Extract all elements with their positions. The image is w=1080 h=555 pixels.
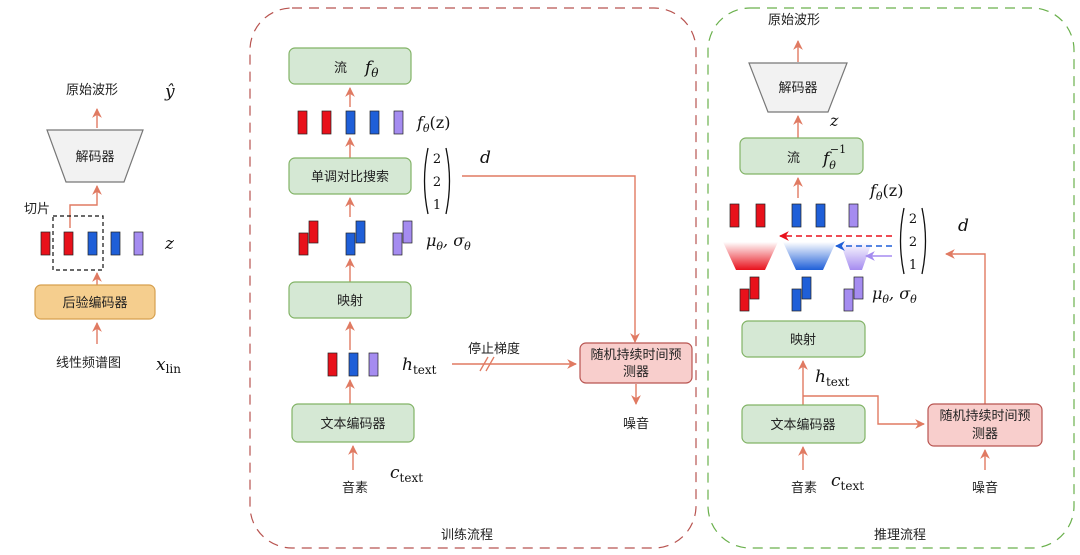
inference-title: 推理流程 [874,528,926,543]
training-border [249,7,697,549]
expanded-bar [815,203,826,228]
inference-flow-label: 流 [787,151,800,166]
prior-bar [308,220,319,244]
prior-bar [345,232,356,256]
inference-h-text: htext [815,367,850,389]
inference-decoder [748,62,848,113]
monotonic-search-label: 单调对比搜索 [311,170,389,185]
training-h-text: htext [402,355,437,377]
expanded-bar [791,203,802,228]
monotonic-search-box [288,157,412,195]
inference-projection-box [741,320,866,358]
text-hidden-bar [327,352,338,377]
training-text-encoder-box [291,403,415,443]
inference-decoder-label: 解码器 [778,81,817,96]
stop-gradient-label: 停止梯度 [468,341,520,357]
inference-prior-bar [801,276,812,300]
inference-text-encoder-box [741,404,866,444]
latent-bar [87,231,98,256]
training-text-encoder-label: 文本编码器 [320,417,385,432]
inference-projection-label: 映射 [790,332,816,348]
training-f-theta: fθ [363,58,379,80]
inference-panel: 推理流程 原始波形 解码器 z 流 fθ−1 fθ(z) 2 2 1 d [707,7,1075,549]
prior-bar [298,232,309,256]
posterior-encoder-box [34,284,156,320]
inference-f-theta-z: fθ(z) [869,181,903,203]
flow-output-bar [345,110,356,135]
left-input-symbol: xlin [156,355,181,376]
left-decoder [46,129,144,183]
flow-output-bar [393,110,404,135]
training-duration-predictor-line2: 测器 [623,365,649,380]
vector-entry: 2 [433,175,441,190]
inference-prior-bar [853,276,864,300]
inference-c-text: ctext [831,471,864,493]
latent-bar [110,231,121,256]
training-c-text: ctext [390,463,423,485]
training-flow-box [288,47,412,85]
training-duration-predictor-line1: 随机持续时间预 [590,348,681,363]
training-projection-box [288,281,412,319]
inference-text-encoder-label: 文本编码器 [770,418,835,433]
training-noise-label: 噪音 [623,416,649,432]
slice-label: 切片 [24,202,50,217]
inference-output-label: 原始波形 [768,13,820,28]
vector-entry: 2 [433,152,441,167]
inference-noise-label: 噪音 [972,480,998,496]
inference-vector-entry: 2 [909,212,917,227]
training-mu-sigma: μθ, σθ [426,231,471,253]
inference-duration-predictor-box [927,403,1043,447]
left-input-label: 线性频谱图 [56,356,121,371]
training-flow-label: 流 [334,61,347,76]
prior-bar [355,220,366,244]
inference-mu-sigma: μθ, σθ [872,284,917,306]
latent-bar [63,231,74,256]
posterior-encoder-label: 后验编码器 [62,295,127,311]
training-phoneme-label: 音素 [342,480,368,496]
left-output-label: 原始波形 [66,83,118,98]
inference-prior-bar [843,288,854,312]
flow-output-bar [369,110,380,135]
left-output-symbol: ŷ [164,82,175,102]
training-projection-label: 映射 [337,293,363,309]
inference-duration-predictor-line2: 测器 [972,427,998,442]
posterior-section: 原始波形 ŷ 解码器 切片 z 后验编码器 线性频谱图 xlin [24,82,181,376]
expansion-funnel-blue [783,242,836,270]
latent-bar [40,231,51,256]
training-f-theta-z: fθ(z) [416,113,450,135]
text-hidden-bar [368,352,379,377]
training-panel: 训练流程 流 fθ fθ(z) 单调对比搜索 2 2 1 d μθ [249,7,697,549]
vector-entry: 1 [433,198,441,213]
training-duration-predictor-box [579,342,693,384]
inference-prior-bar [749,276,760,300]
inference-z-symbol: z [829,111,839,130]
inference-duration-predictor-line1: 随机持续时间预 [939,409,1030,424]
left-decoder-label: 解码器 [75,150,114,165]
inference-f-inverse: fθ−1 [821,143,846,172]
expansion-funnel-red [723,242,778,270]
inference-border [707,7,1075,549]
latent-bar [133,231,144,256]
inference-vector-entry: 2 [909,235,917,250]
prior-bar [392,232,403,256]
inference-prior-bar [739,288,750,312]
slice-window [52,215,104,271]
inference-phoneme-label: 音素 [791,480,817,496]
inference-vector-entry: 1 [909,258,917,273]
expanded-bar [729,203,740,228]
expansion-funnel-purple [840,242,872,270]
inference-d-symbol: d [958,216,969,236]
inference-flow-box [739,137,864,175]
flow-output-bar [297,110,308,135]
inference-prior-bar [791,288,802,312]
prior-bar [402,220,413,244]
expanded-bar [848,203,859,228]
left-z-symbol: z [164,234,175,254]
training-title: 训练流程 [441,528,493,543]
text-hidden-bar [348,352,359,377]
training-d-symbol: d [480,148,491,168]
flow-output-bar [321,110,332,135]
expanded-bar [755,203,766,228]
